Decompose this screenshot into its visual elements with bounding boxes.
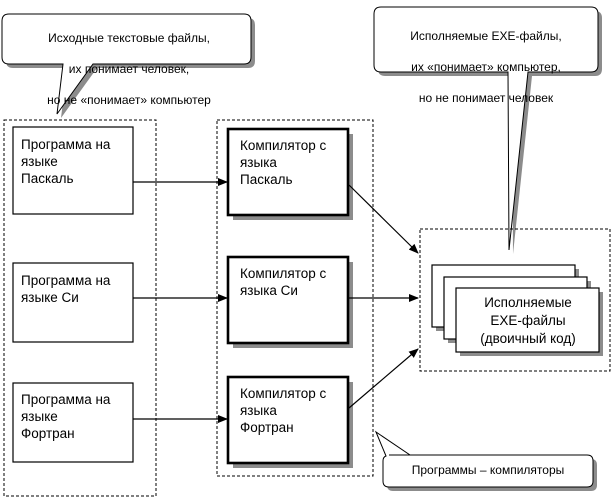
source-label-fortran: Программа на языке Фортран bbox=[21, 392, 111, 441]
callout-compilers-bubble bbox=[374, 430, 594, 488]
callout-exe-files-line2: их «понимает» компьютер, bbox=[411, 59, 561, 74]
callout-source-files-line3: но не «понимает» компьютер bbox=[47, 92, 211, 107]
source-box-fortran bbox=[12, 382, 134, 463]
compiler-label-fortran: Компилятор с языка Фортран bbox=[240, 386, 327, 435]
source-label-c: Программа на языке Си bbox=[21, 273, 111, 305]
compiler-box-c bbox=[226, 255, 350, 345]
source-box-c bbox=[12, 262, 134, 343]
callout-source-files-line1: Исходные текстовые файлы, bbox=[48, 30, 210, 45]
sources-group-border bbox=[3, 119, 157, 497]
callout-compilers-text: Программы – компиляторы bbox=[411, 463, 565, 477]
callout-exe-files-line3: но не понимает человек bbox=[418, 90, 554, 105]
callout-exe-files-text: Исполняемые EXE-файлы, их «понимает» ком… bbox=[380, 13, 592, 106]
callout-source-files-line2: их понимает человек, bbox=[68, 61, 190, 76]
callout-compilers bbox=[374, 430, 597, 491]
source-label-pascal: Программа на языке Паскаль bbox=[21, 137, 111, 186]
callout-source-files-text: Исходные текстовые файлы, их понимает че… bbox=[20, 15, 238, 108]
source-box-pascal bbox=[12, 126, 134, 215]
compiler-box-pascal bbox=[226, 127, 350, 217]
exe-group-border bbox=[419, 228, 611, 372]
callout-source-files bbox=[1, 13, 255, 118]
compiler-label-pascal: Компилятор с языка Паскаль bbox=[240, 138, 327, 187]
arrow-fortran-compiler-to-exe bbox=[348, 348, 419, 409]
callout-exe-files-bubble bbox=[373, 6, 599, 251]
arrow-pascal-compiler-to-exe bbox=[348, 184, 419, 254]
compiler-box-fortran bbox=[226, 375, 350, 465]
exe-stack-front bbox=[455, 287, 600, 353]
callout-exe-files-line1: Исполняемые EXE-файлы, bbox=[410, 28, 562, 43]
callout-exe-files bbox=[373, 6, 602, 254]
callout-source-files-bubble bbox=[1, 13, 252, 115]
exe-files-label: Исполняемые EXE-файлы (двоичный код) bbox=[480, 295, 576, 346]
compiler-label-c: Компилятор с языка Си bbox=[240, 266, 327, 298]
